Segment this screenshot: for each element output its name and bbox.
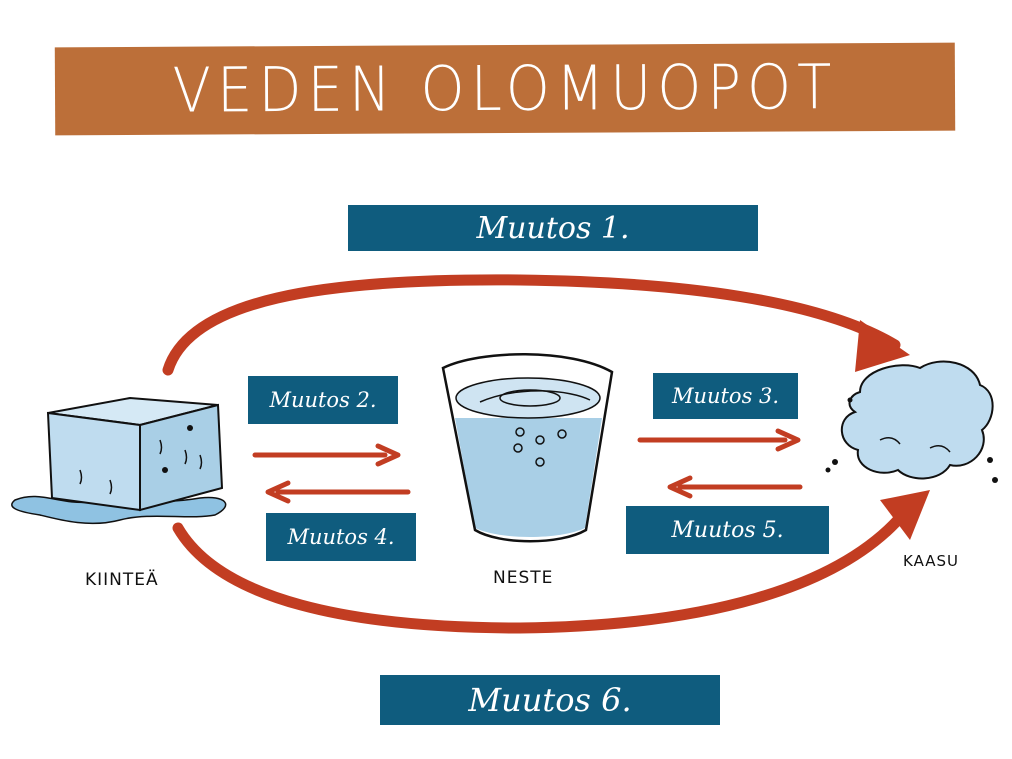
arrow-solid-to-gas-head <box>855 320 910 372</box>
water-glass-illustration <box>441 353 614 543</box>
arrow-bottom-arc <box>172 506 911 634</box>
change-label-2: Muutos 2. <box>248 376 398 424</box>
change-label-6: Muutos 6. <box>380 675 720 725</box>
ice-cube-illustration <box>11 396 227 525</box>
change-label-5: Muutos 5. <box>626 506 829 554</box>
change-label-3: Muutos 3. <box>653 373 798 419</box>
arrow-bottom-arc-head <box>880 490 930 540</box>
change-label-1: Muutos 1. <box>348 205 758 251</box>
arrow-solid-to-gas <box>162 274 901 376</box>
cloud-illustration <box>825 360 998 483</box>
state-label-solid: KIINTEÄ <box>85 570 159 590</box>
change-label-4: Muutos 4. <box>266 513 416 561</box>
state-label-gas: KAASU <box>903 552 960 570</box>
state-label-liquid: NESTE <box>493 568 554 588</box>
